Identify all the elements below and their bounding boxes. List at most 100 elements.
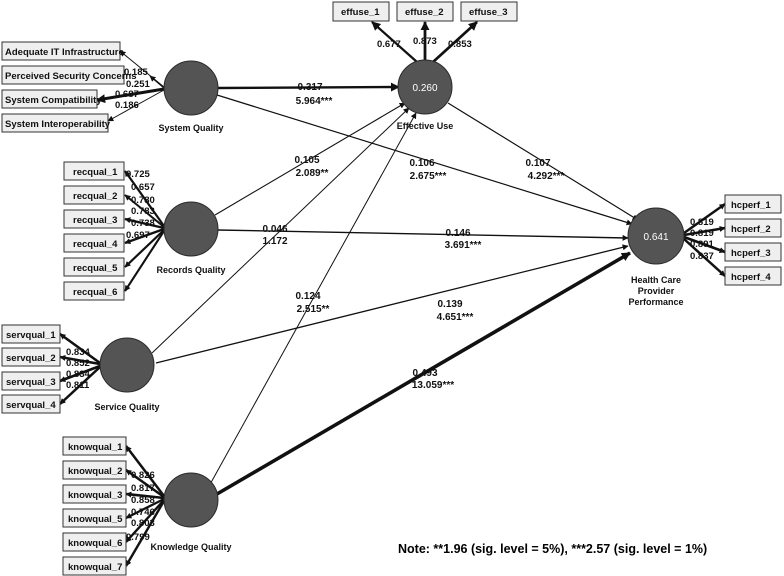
path-t-value: 5.964***: [296, 96, 333, 107]
indicator-label: servqual_2: [6, 353, 56, 364]
construct-label: Service Quality: [94, 402, 159, 412]
loading-value: 0.185: [124, 67, 148, 78]
loading-value: 0.853: [448, 39, 472, 50]
path-coefficient: 0.106: [409, 158, 434, 169]
indicator-label: recqual_6: [73, 287, 117, 298]
construct-label-line: Health Care: [631, 275, 681, 285]
loading-value: 0.799: [126, 532, 150, 543]
indicator-knowqual-1: knowqual_1: [62, 436, 127, 456]
indicator-label: hcperf_4: [731, 272, 771, 283]
indicator-recqual-3: recqual_3: [63, 209, 125, 229]
construct-label-line: Performance: [628, 297, 683, 307]
indicators-effective-use: effuse_1 effuse_2 effuse_3: [332, 1, 518, 22]
path-labels: 0.317 5.964*** 0.105 2.089** 0.046 1.172…: [262, 82, 564, 391]
indicator-label: System Interoperability: [5, 119, 111, 130]
path-label-eu-hp: 0.107 4.292***: [525, 158, 564, 182]
indicator-label: recqual_2: [73, 191, 117, 202]
loading-value: 0.891: [690, 239, 714, 250]
construct-label: Effective Use: [397, 121, 454, 131]
indicators-knowledge-quality: knowqual_1 knowqual_2 knowqual_3 knowqua…: [62, 436, 127, 576]
loading-value: 0.834: [66, 369, 90, 380]
path-t-value: 4.292***: [528, 171, 565, 182]
indicator-label: recqual_4: [73, 239, 118, 250]
construct-knowledge-quality: Knowledge Quality: [150, 472, 232, 552]
indicator-recqual-2: recqual_2: [63, 185, 125, 205]
indicator-recqual-4: recqual_4: [63, 233, 125, 253]
construct-label: Records Quality: [156, 265, 225, 275]
loading-value: 0.687: [115, 89, 139, 100]
loading-value: 0.819: [690, 217, 714, 228]
loading-values: 0.185 0.251 0.687 0.186 0.725 0.657 0.78…: [66, 36, 714, 543]
indicator-label: servqual_4: [6, 400, 56, 411]
indicator-label: knowqual_1: [68, 442, 123, 453]
indicator-knowqual-2: knowqual_2: [62, 460, 127, 480]
indicator-hcperf-4: hcperf_4: [724, 266, 782, 286]
indicator-adequate-it-infrastructure: Adequate IT Infrastructure: [1, 41, 124, 61]
indicator-label: System Compatibility: [5, 95, 102, 106]
indicator-effuse-3: effuse_3: [460, 1, 518, 22]
construct-label: System Quality: [158, 123, 223, 133]
construct-system-quality: System Quality: [158, 60, 224, 133]
path-label-sq-hp: 0.106 2.675***: [409, 158, 446, 182]
indicators-hcp-performance: hcperf_1 hcperf_2 hcperf_3 hcperf_4: [724, 194, 782, 286]
indicator-recqual-5: recqual_5: [63, 257, 125, 277]
loading-value: 0.780: [131, 195, 155, 206]
loading-value: 0.657: [131, 182, 155, 193]
path-label-rq-hp: 0.146 3.691***: [445, 228, 482, 251]
path-label-svq-hp: 0.139 4.651***: [437, 299, 474, 323]
path-rq-hp: [217, 229, 629, 241]
indicator-label: effuse_2: [405, 7, 444, 18]
indicator-hcperf-1: hcperf_1: [724, 194, 782, 214]
path-t-value: 2.515**: [297, 304, 330, 315]
indicator-label: recqual_5: [73, 263, 118, 274]
path-coefficient: 0.107: [525, 158, 550, 169]
loading-value: 0.677: [377, 39, 401, 50]
indicator-knowqual-6: knowqual_6: [62, 532, 127, 552]
loading-value: 0.858: [131, 495, 155, 506]
indicator-servqual-4: servqual_4: [1, 394, 61, 414]
indicator-hcperf-2: hcperf_2: [724, 218, 782, 238]
r-squared-value: 0.641: [643, 232, 668, 243]
path-svq-hp: [155, 244, 629, 364]
indicator-knowqual-7: knowqual_7: [62, 556, 127, 576]
loading-value: 0.817: [131, 483, 155, 494]
indicator-label: knowqual_6: [68, 538, 122, 549]
construct-label-line: Provider: [638, 286, 675, 296]
loading-value: 0.803: [131, 518, 155, 529]
construct-label: Knowledge Quality: [150, 542, 231, 552]
indicator-effuse-2: effuse_2: [396, 1, 454, 22]
loading-arrows: [59, 21, 726, 567]
indicator-servqual-2: servqual_2: [1, 347, 61, 367]
loading-value: 0.697: [126, 230, 150, 241]
loading-value: 0.834: [66, 347, 90, 358]
loading-value: 0.251: [126, 79, 150, 90]
path-t-value: 4.651***: [437, 312, 474, 323]
indicator-label: hcperf_1: [731, 200, 771, 211]
indicator-label: servqual_3: [6, 377, 56, 388]
indicators-records-quality: recqual_1 recqual_2 recqual_3 recqual_4 …: [63, 161, 125, 301]
indicator-recqual-1: recqual_1: [63, 161, 125, 181]
loading-value: 0.746: [131, 507, 155, 518]
path-rq-eu: [214, 102, 406, 216]
construct-effective-use: 0.260 Effective Use: [397, 59, 454, 131]
loading-value: 0.873: [413, 36, 437, 47]
indicator-label: recqual_3: [73, 215, 117, 226]
indicators-service-quality: servqual_1 servqual_2 servqual_3 servqua…: [1, 324, 61, 414]
indicator-recqual-6: recqual_6: [63, 281, 125, 301]
indicator-label: effuse_3: [469, 7, 508, 18]
construct-hcp-performance: 0.641 Health Care Provider Performance: [627, 207, 685, 307]
path-label-kq-hp: 0.493 13.059***: [412, 368, 454, 391]
loading-value: 0.738: [131, 218, 155, 229]
path-coefficient: 0.493: [412, 368, 437, 379]
indicator-label: knowqual_2: [68, 466, 122, 477]
path-label-kq-eu: 0.124 2.515**: [295, 291, 329, 315]
indicators-system-quality: Adequate IT Infrastructure Perceived Sec…: [1, 41, 136, 133]
indicator-label: knowqual_7: [68, 562, 122, 573]
indicator-system-interoperability: System Interoperability: [1, 113, 111, 133]
path-coefficient: 0.139: [437, 299, 462, 310]
path-t-value: 2.675***: [410, 171, 447, 182]
indicator-knowqual-5: knowqual_5: [62, 508, 127, 528]
path-eu-hp: [447, 102, 639, 221]
loading-value: 0.837: [690, 251, 714, 262]
